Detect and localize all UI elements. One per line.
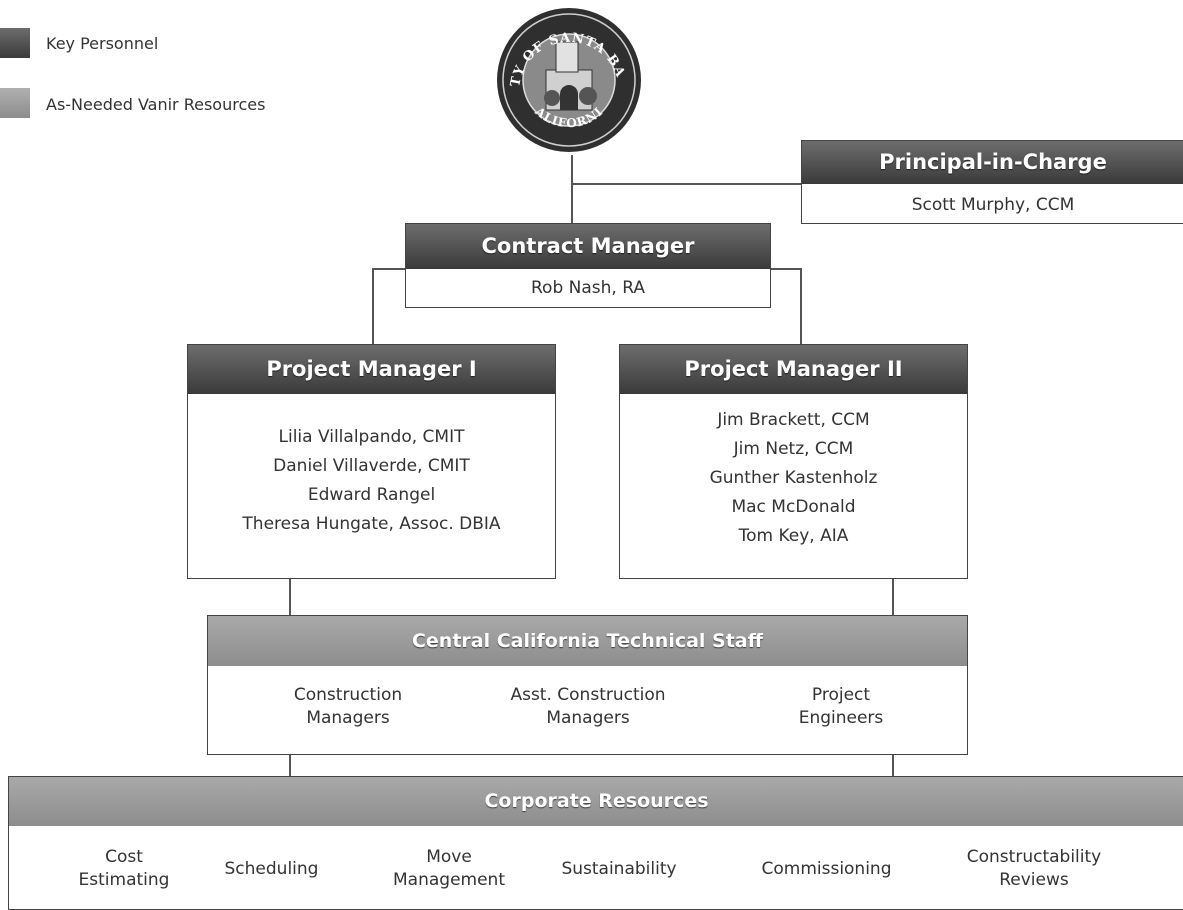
project-manager-1-box: Project Manager I Lilia Villalpando, CMI… [187, 344, 556, 579]
legend-swatch-as-needed [0, 88, 30, 118]
legend-label-as-needed: As-Needed Vanir Resources [46, 95, 266, 114]
connector-cm-left-h [372, 268, 406, 270]
technical-item: Project Engineers [798, 685, 884, 728]
county-seal-logo: COUNTY OF SANTA BARBARA CALIFORNIA [494, 0, 641, 152]
corporate-item: Scheduling [224, 859, 319, 879]
connector-cm-left-v [372, 268, 374, 344]
contract-manager-box: Contract Manager Rob Nash, RA [405, 223, 771, 308]
connector-tech-to-corp-right [892, 754, 894, 776]
corporate-resources-title: Corporate Resources [9, 777, 1183, 826]
pm2-member: Jim Brackett, CCM [717, 410, 870, 430]
legend-swatch-key-personnel [0, 28, 30, 58]
contract-manager-name: Rob Nash, RA [531, 278, 645, 298]
corporate-resources-box: Corporate Resources Cost Estimating Sche… [8, 776, 1183, 910]
connector-pm1-to-tech [289, 578, 291, 616]
principal-in-charge-title: Principal-in-Charge [802, 141, 1183, 184]
pm1-member: Daniel Villaverde, CMIT [273, 456, 470, 476]
corporate-item: Move Management [393, 847, 505, 890]
project-manager-2-box: Project Manager II Jim Brackett, CCM Jim… [619, 344, 968, 579]
pm2-member: Jim Netz, CCM [733, 439, 854, 459]
principal-in-charge-name: Scott Murphy, CCM [911, 195, 1075, 215]
principal-in-charge-box: Principal-in-Charge Scott Murphy, CCM [801, 140, 1183, 224]
project-manager-2-title: Project Manager II [620, 345, 967, 394]
legend-label-key-personnel: Key Personnel [46, 34, 159, 53]
pm2-member: Mac McDonald [731, 497, 856, 517]
pm2-member: Tom Key, AIA [738, 526, 849, 546]
technical-staff-title: Central California Technical Staff [208, 616, 967, 666]
connector-to-principal [571, 183, 802, 185]
connector-cm-right-v [800, 268, 802, 344]
connector-pm2-to-tech [892, 578, 894, 616]
corporate-item: Constructability Reviews [966, 847, 1102, 890]
technical-item: Asst. Construction Managers [510, 685, 666, 728]
connector-tech-to-corp-left [289, 754, 291, 776]
pm1-member: Lilia Villalpando, CMIT [278, 427, 465, 447]
technical-item: Construction Managers [293, 685, 403, 728]
connector-cm-right-h [770, 268, 801, 270]
pm2-member: Gunther Kastenholz [709, 468, 878, 488]
corporate-item: Sustainability [561, 859, 677, 879]
contract-manager-title: Contract Manager [406, 224, 770, 269]
project-manager-1-title: Project Manager I [188, 345, 555, 394]
technical-staff-box: Central California Technical Staff Const… [207, 615, 968, 755]
pm1-member: Edward Rangel [307, 485, 436, 505]
connector-seal-down [571, 155, 573, 223]
corporate-item: Cost Estimating [78, 847, 170, 890]
pm1-member: Theresa Hungate, Assoc. DBIA [242, 514, 501, 534]
corporate-item: Commissioning [761, 859, 892, 879]
